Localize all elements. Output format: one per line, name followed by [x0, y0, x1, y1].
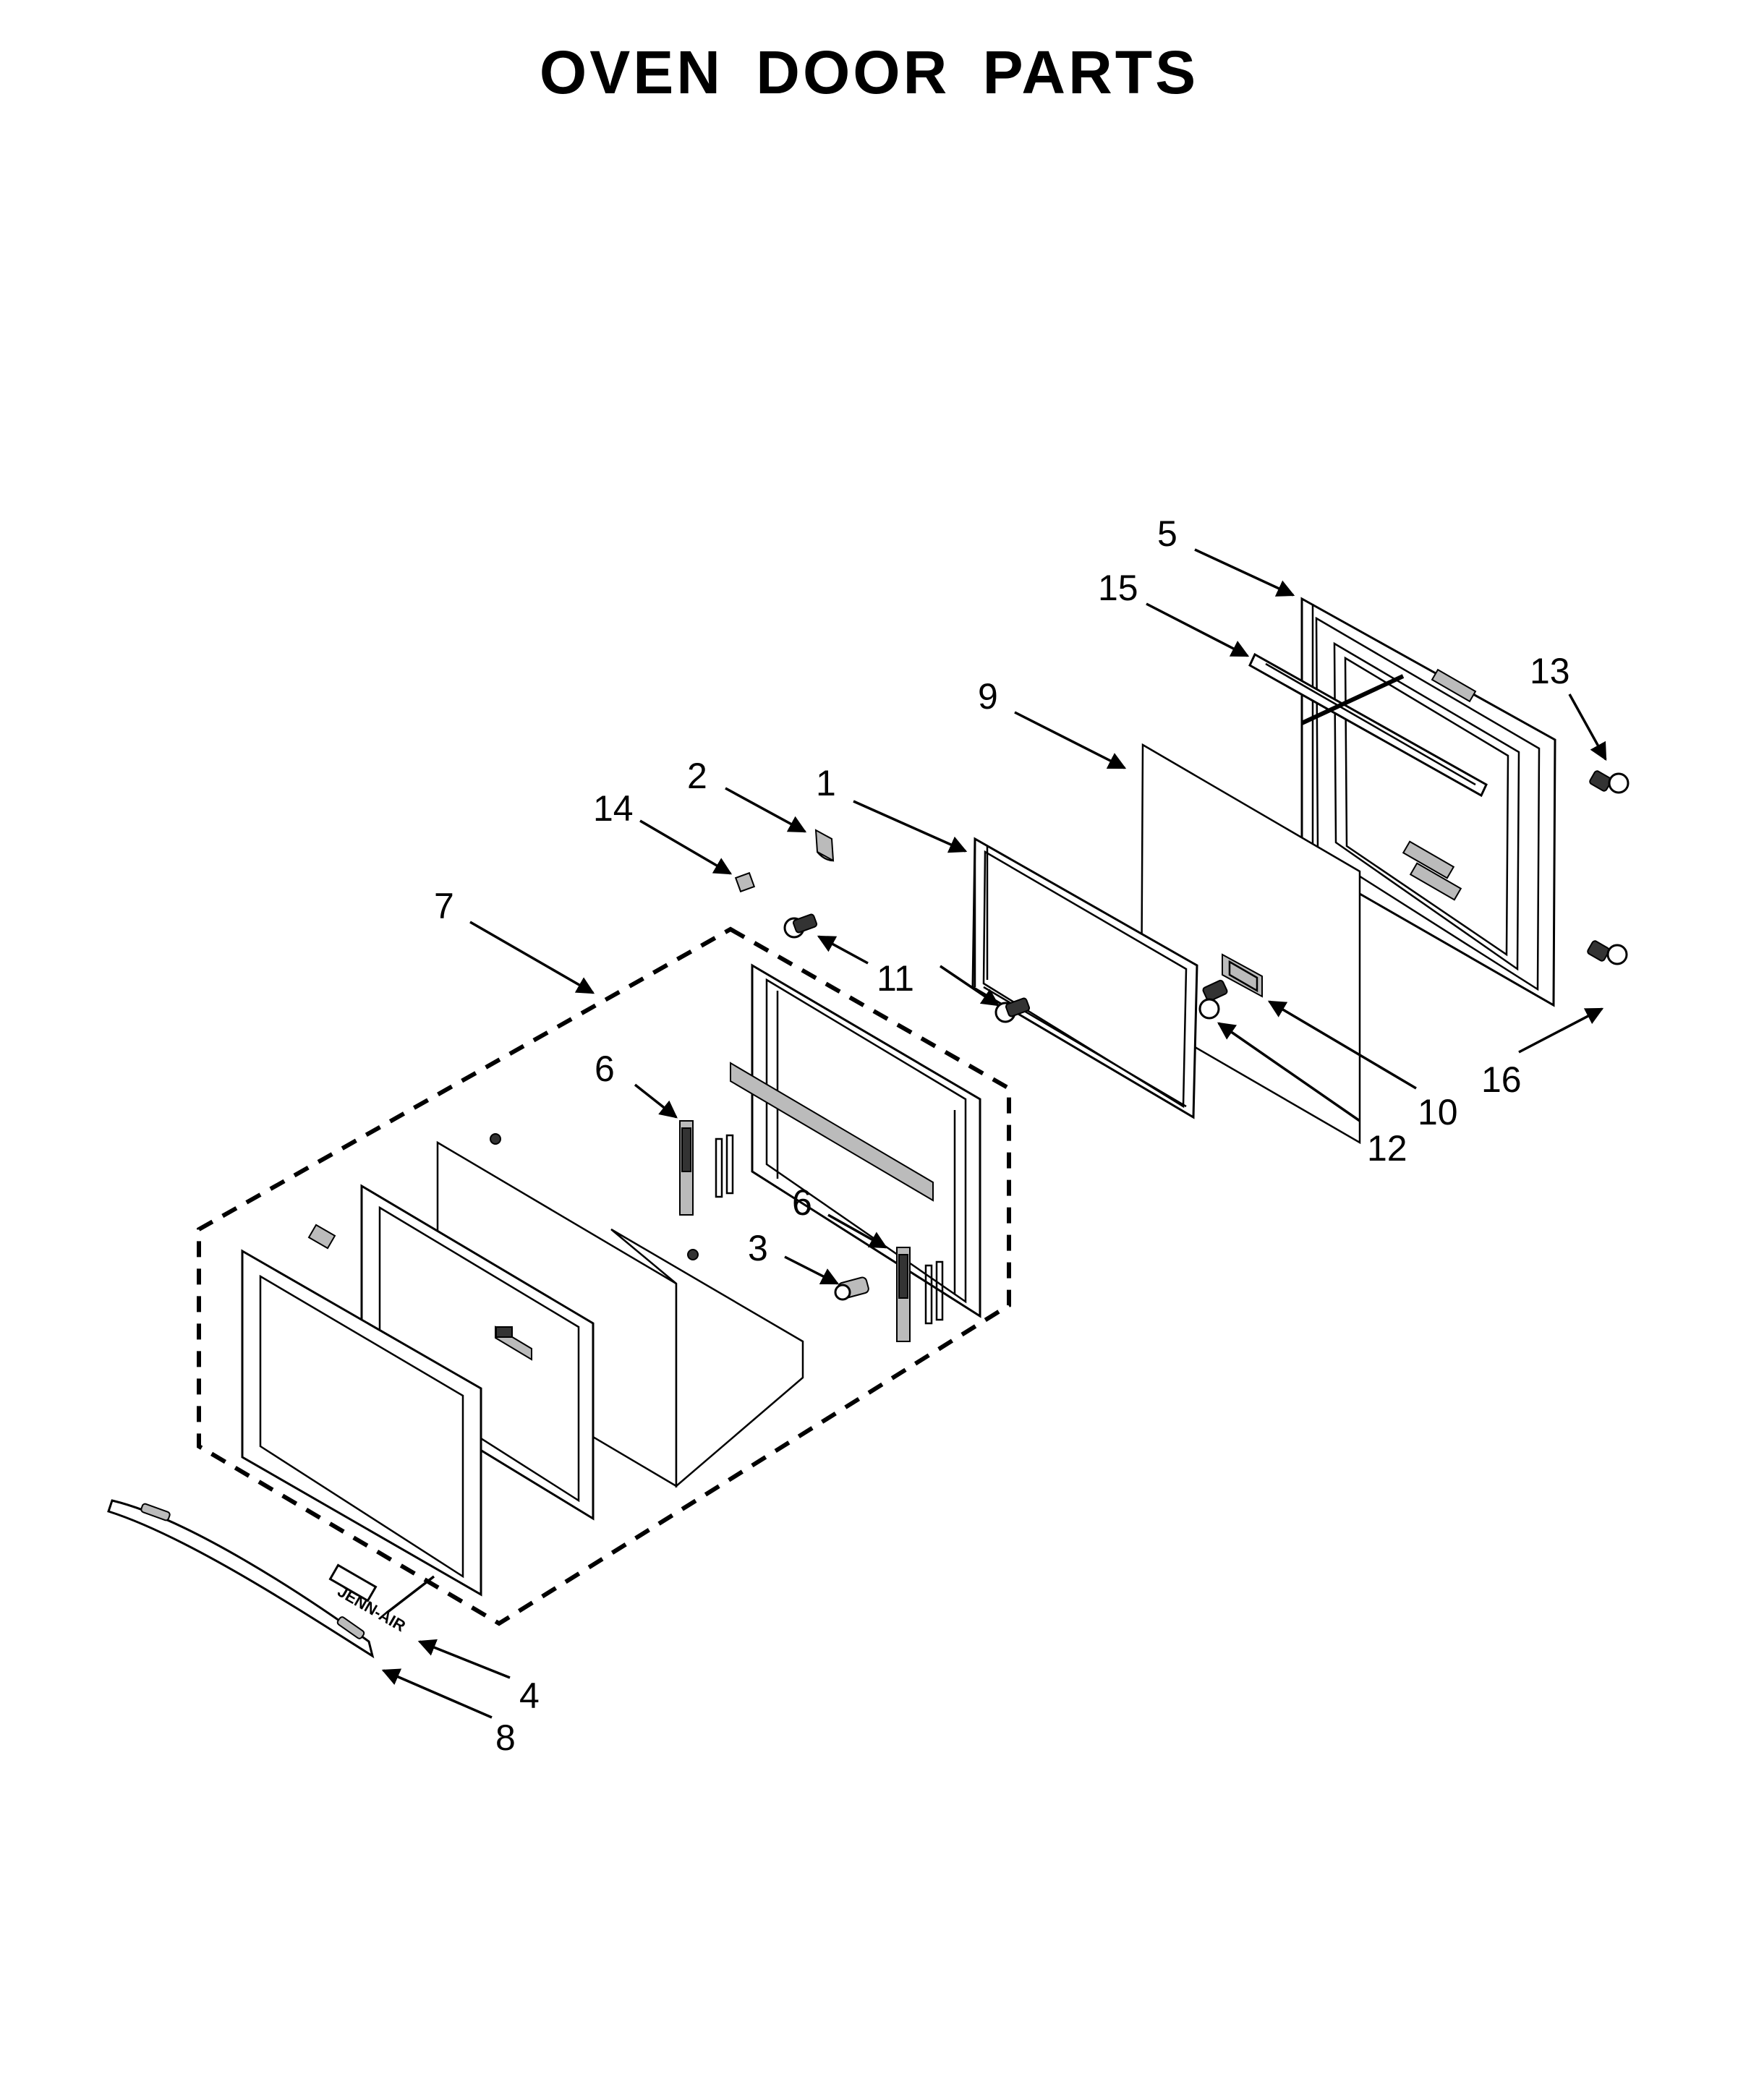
callout-6b: 6 [792, 1182, 812, 1223]
callout-14: 14 [593, 788, 634, 829]
leader-2 [725, 787, 807, 833]
part-handle [107, 1499, 375, 1659]
leader-7b [385, 1575, 435, 1614]
leader-14 [639, 819, 733, 875]
callout-8: 8 [495, 1717, 516, 1758]
callout-4: 4 [519, 1676, 540, 1716]
part-door-assembly-outline [197, 926, 1011, 1626]
part-screw-center [994, 997, 1031, 1023]
part-rail [1248, 652, 1488, 798]
leader-7 [469, 921, 595, 994]
leader-1 [853, 800, 968, 853]
leader-lines [381, 548, 1607, 1719]
part-screw-bracket [1198, 979, 1228, 1020]
leader-3 [784, 1255, 840, 1285]
leader-11a [817, 935, 869, 965]
part-small-bracket [734, 871, 756, 893]
leader-16 [1518, 1007, 1604, 1054]
part-door-inner-frame [730, 963, 981, 1318]
part-clip [814, 829, 835, 862]
leader-5 [1194, 548, 1295, 597]
callout-15: 15 [1098, 568, 1138, 608]
callout-7: 7 [434, 886, 454, 926]
leader-13 [1568, 693, 1607, 761]
callout-1: 1 [816, 763, 836, 803]
callout-2: 2 [687, 756, 707, 796]
callout-6a: 6 [595, 1049, 615, 1089]
part-outer-door-frame [241, 1224, 482, 1597]
callout-labels: 1 2 3 4 5 6 6 7 8 9 10 11 12 13 14 15 16 [434, 513, 1570, 1758]
part-bracket [1222, 953, 1263, 998]
part-screw-upper-right [1589, 770, 1630, 794]
part-screw-lower-right [1587, 940, 1628, 965]
leader-8 [381, 1668, 493, 1719]
leader-6b [827, 1213, 888, 1249]
callout-11: 11 [877, 958, 914, 999]
callout-16: 16 [1481, 1059, 1522, 1100]
callout-13: 13 [1530, 651, 1570, 691]
callout-5: 5 [1157, 513, 1177, 554]
leader-11b [940, 965, 1000, 1007]
leader-12 [1217, 1022, 1360, 1122]
part-glass-pack [360, 1184, 595, 1521]
leader-10 [1267, 1000, 1417, 1090]
part-screw-hinge [834, 1276, 869, 1301]
diagram-title: OVEN DOOR PARTS [539, 38, 1199, 106]
part-rear-door-frame [1300, 597, 1556, 1007]
leader-9 [1014, 711, 1127, 769]
part-hinge-right [896, 1247, 944, 1342]
callout-10: 10 [1418, 1092, 1458, 1132]
callout-9: 9 [978, 676, 998, 717]
part-hinge-left [679, 1120, 734, 1216]
leader-15 [1146, 602, 1250, 657]
callout-12: 12 [1367, 1128, 1407, 1169]
callout-3: 3 [748, 1228, 768, 1268]
leader-6a [634, 1083, 678, 1119]
part-screw-upper-left [783, 913, 818, 939]
leader-4 [417, 1639, 511, 1679]
